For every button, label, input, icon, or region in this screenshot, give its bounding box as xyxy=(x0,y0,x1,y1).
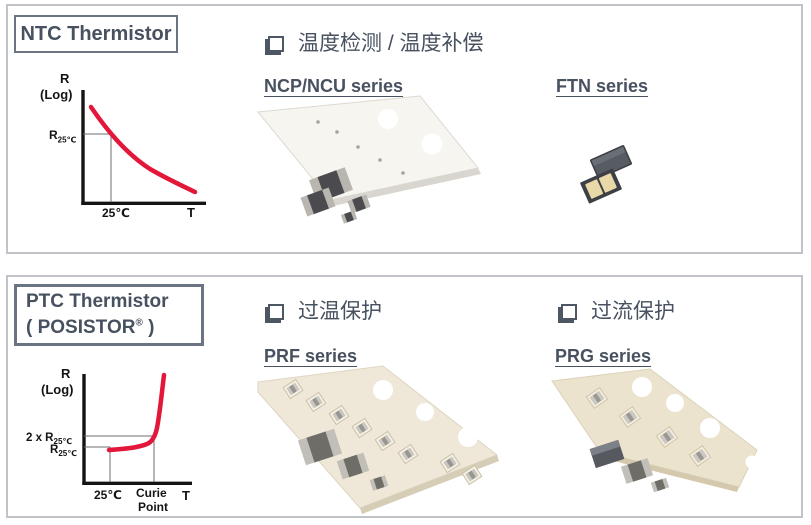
prf-product-image xyxy=(257,365,499,514)
ptc-x-label: T xyxy=(182,488,190,503)
sprocket-hole xyxy=(373,380,393,400)
checkbox-bullet-icon xyxy=(268,35,284,52)
ncp-ncu-product-image xyxy=(257,95,481,224)
tape-pockets xyxy=(585,386,712,468)
ntc-y-label2: (Log) xyxy=(40,87,72,102)
chip-component xyxy=(650,477,670,493)
checkbox-bullet-icon xyxy=(561,303,577,320)
ftn-product-image xyxy=(580,145,632,204)
tape-notch xyxy=(745,455,759,469)
tape-edge xyxy=(330,168,481,206)
prg-product-image xyxy=(551,368,759,493)
chip-component xyxy=(297,428,343,466)
sprocket-hole xyxy=(632,377,652,397)
chip-component xyxy=(347,194,371,214)
prf-series-link[interactable]: PRF series xyxy=(264,346,358,366)
chip-component xyxy=(580,168,622,204)
ntc-title-box: NTC Thermistor xyxy=(14,15,178,53)
ftn-series-link[interactable]: FTN series xyxy=(556,76,649,96)
sprocket-hole xyxy=(458,427,478,447)
carrier-tape xyxy=(257,95,479,201)
tape-edge xyxy=(598,452,739,492)
chip-component xyxy=(340,210,358,224)
ntc-x-label: T xyxy=(187,205,195,220)
ntc-y-label: R xyxy=(60,71,70,86)
registered-trademark-icon: ® xyxy=(135,317,143,329)
ntc-x-tick: 25℃ xyxy=(102,206,130,220)
ntc-application-text: 温度检测 / 温度补偿 xyxy=(298,32,484,55)
chip-component xyxy=(620,458,654,484)
ptc-title: PTC Thermistor xyxy=(26,290,169,312)
ptc-application-left-text: 过温保护 xyxy=(298,300,382,323)
ptc-curve xyxy=(106,372,167,453)
chip-component xyxy=(369,475,389,491)
ntc-curve xyxy=(88,104,198,195)
ntc-application-heading: 温度检测 / 温度补偿 xyxy=(264,33,484,54)
tape-pockets xyxy=(282,378,483,486)
sprocket-hole xyxy=(421,133,443,155)
ptc-application-right-text: 过流保护 xyxy=(591,300,675,323)
ptc-application-heading-right: 过流保护 xyxy=(557,301,675,322)
sprocket-hole xyxy=(666,394,684,412)
chip-component xyxy=(336,452,370,480)
sprocket-hole xyxy=(378,109,398,129)
sprocket-hole xyxy=(700,418,720,438)
ptc-resistance-temperature-graph: R (Log) 2 x R25℃ R25℃ 25℃ Curie Point T xyxy=(26,366,192,514)
chip-component xyxy=(590,145,632,179)
ntc-resistance-temperature-graph: R (Log) R25℃ 25℃ T xyxy=(40,71,206,220)
ptc-x-tick-25c: 25℃ xyxy=(94,488,122,502)
ntc-ref-label: R25℃ xyxy=(49,128,77,145)
ptc-panel: PTC Thermistor ( POSISTOR® ) R (Log) 2 x… xyxy=(6,275,803,518)
ptc-ref1-label: R25℃ xyxy=(50,444,77,458)
ntc-title: NTC Thermistor xyxy=(20,22,172,45)
sprocket-hole xyxy=(416,403,434,421)
tape-pocket-dots xyxy=(316,120,405,175)
ptc-x-tick-curie: Curie xyxy=(136,486,167,500)
ptc-y-label: R xyxy=(61,366,71,381)
ntc-panel: NTC Thermistor R (Log) R25℃ 25℃ T 温度检测 /… xyxy=(6,4,803,254)
ptc-application-heading-left: 过温保护 xyxy=(264,301,382,322)
prg-series-link[interactable]: PRG series xyxy=(555,346,652,366)
chip-component xyxy=(589,439,625,469)
ptc-subtitle: ( POSISTOR® ) xyxy=(26,317,155,338)
ptc-title-box: PTC Thermistor ( POSISTOR® ) xyxy=(14,284,204,346)
chip-component xyxy=(300,187,336,217)
ptc-x-tick-point: Point xyxy=(138,500,168,514)
ncp-ncu-series-link[interactable]: NCP/NCU series xyxy=(264,76,404,96)
ptc-ref2-label: 2 x R25℃ xyxy=(26,432,72,446)
tape-edge xyxy=(360,455,499,514)
ptc-y-label2: (Log) xyxy=(41,382,73,397)
checkbox-bullet-icon xyxy=(268,303,284,320)
